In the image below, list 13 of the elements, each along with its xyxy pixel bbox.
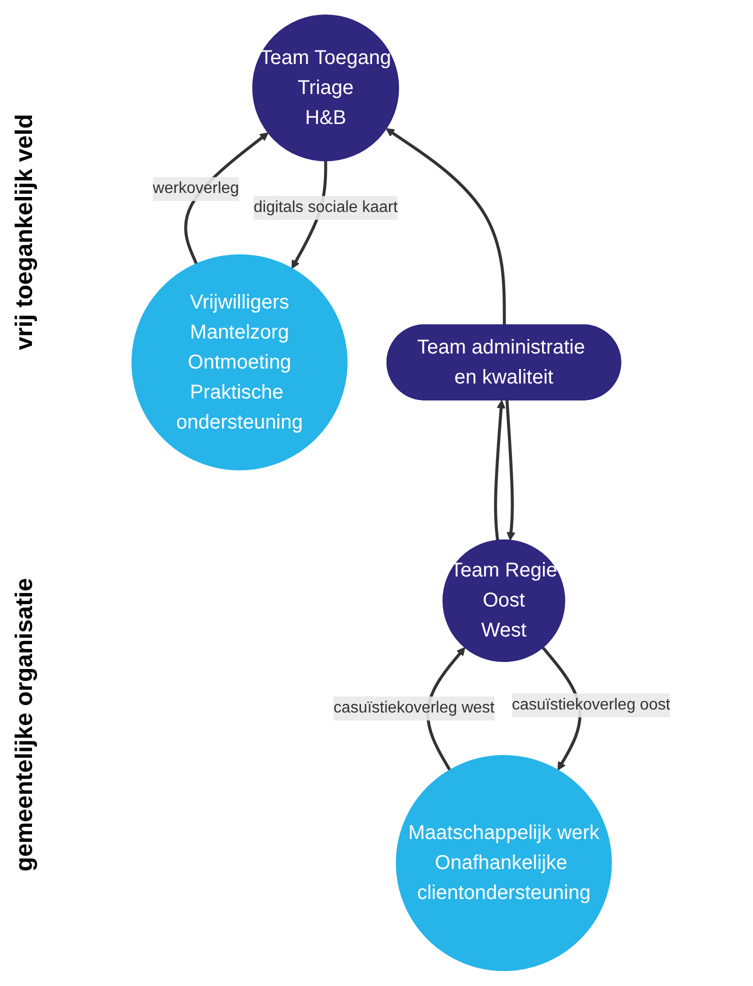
node-circle: Vrijwilligers Mantelzorg Ontmoeting Praktische ondersteuning bbox=[132, 254, 348, 471]
arrow bbox=[494, 400, 506, 541]
node-circle: Team Regie Oost West bbox=[442, 540, 566, 662]
edge-label: casuïstiekoverleg oost bbox=[512, 696, 671, 714]
section-label: vrij toegankelijk veld bbox=[11, 114, 39, 350]
edge-label: werkoverleg bbox=[153, 180, 240, 198]
section-label: gemeentelijke organisatie bbox=[11, 578, 39, 872]
arrow bbox=[506, 400, 516, 541]
node-circle: Maatschappelijk werk Onafhankelijke clientondersteuning bbox=[396, 755, 612, 972]
edge-label: casuïstiekoverleg west bbox=[334, 700, 495, 717]
arrow bbox=[386, 128, 506, 326]
edge-label: digitals sociale kaart bbox=[254, 199, 398, 216]
node-circle: Team Toegang Triage H&B bbox=[252, 14, 400, 162]
